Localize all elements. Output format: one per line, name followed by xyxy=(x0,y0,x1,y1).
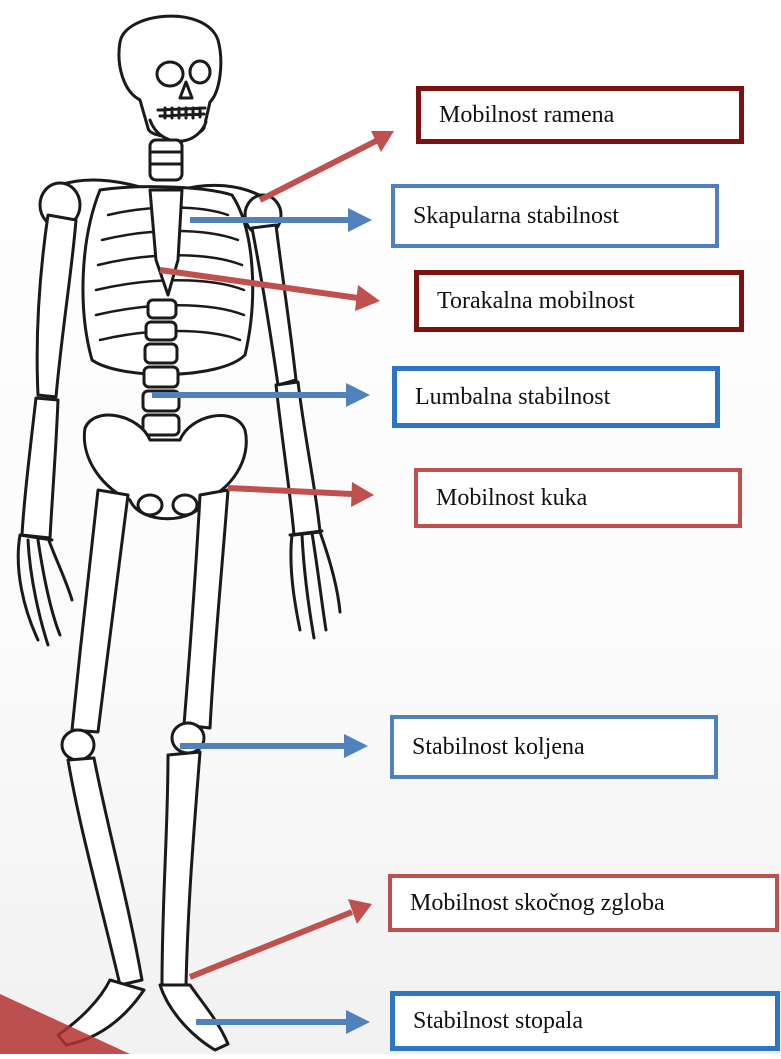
label-foot-stability: Stabilnost stopala xyxy=(390,991,780,1051)
forearm-left xyxy=(22,398,58,538)
corner-accent xyxy=(0,994,130,1054)
arrow-ankle xyxy=(190,912,352,977)
knee-left xyxy=(62,730,94,760)
humerus-left xyxy=(37,215,76,397)
label-shoulder-mobility: Mobilnost ramena xyxy=(416,86,744,144)
arrow-hip xyxy=(228,488,352,494)
hand-left xyxy=(18,535,72,645)
left-eye-socket xyxy=(157,62,183,86)
label-lumbar-stability: Lumbalna stabilnost xyxy=(392,366,720,428)
arrow-shoulder xyxy=(260,140,378,200)
label-ankle-mobility: Mobilnost skočnog zgloba xyxy=(388,874,779,932)
label-thoracic-mobility: Torakalna mobilnost xyxy=(414,270,744,332)
femur-right xyxy=(184,490,228,728)
tibia-left xyxy=(68,758,142,985)
label-knee-stability: Stabilnost koljena xyxy=(390,715,718,779)
humerus-right xyxy=(252,225,296,385)
label-hip-mobility: Mobilnost kuka xyxy=(414,468,742,528)
human-skeleton-icon xyxy=(18,16,340,1050)
right-eye-socket xyxy=(190,61,210,83)
hand-right xyxy=(290,531,340,638)
tibia-right xyxy=(162,752,200,985)
foot-right xyxy=(160,985,228,1050)
forearm-right xyxy=(276,382,320,535)
neck-vertebrae xyxy=(150,140,182,180)
femur-left xyxy=(72,490,128,732)
label-scapular-stability: Skapularna stabilnost xyxy=(391,184,719,248)
mandible xyxy=(150,120,206,141)
